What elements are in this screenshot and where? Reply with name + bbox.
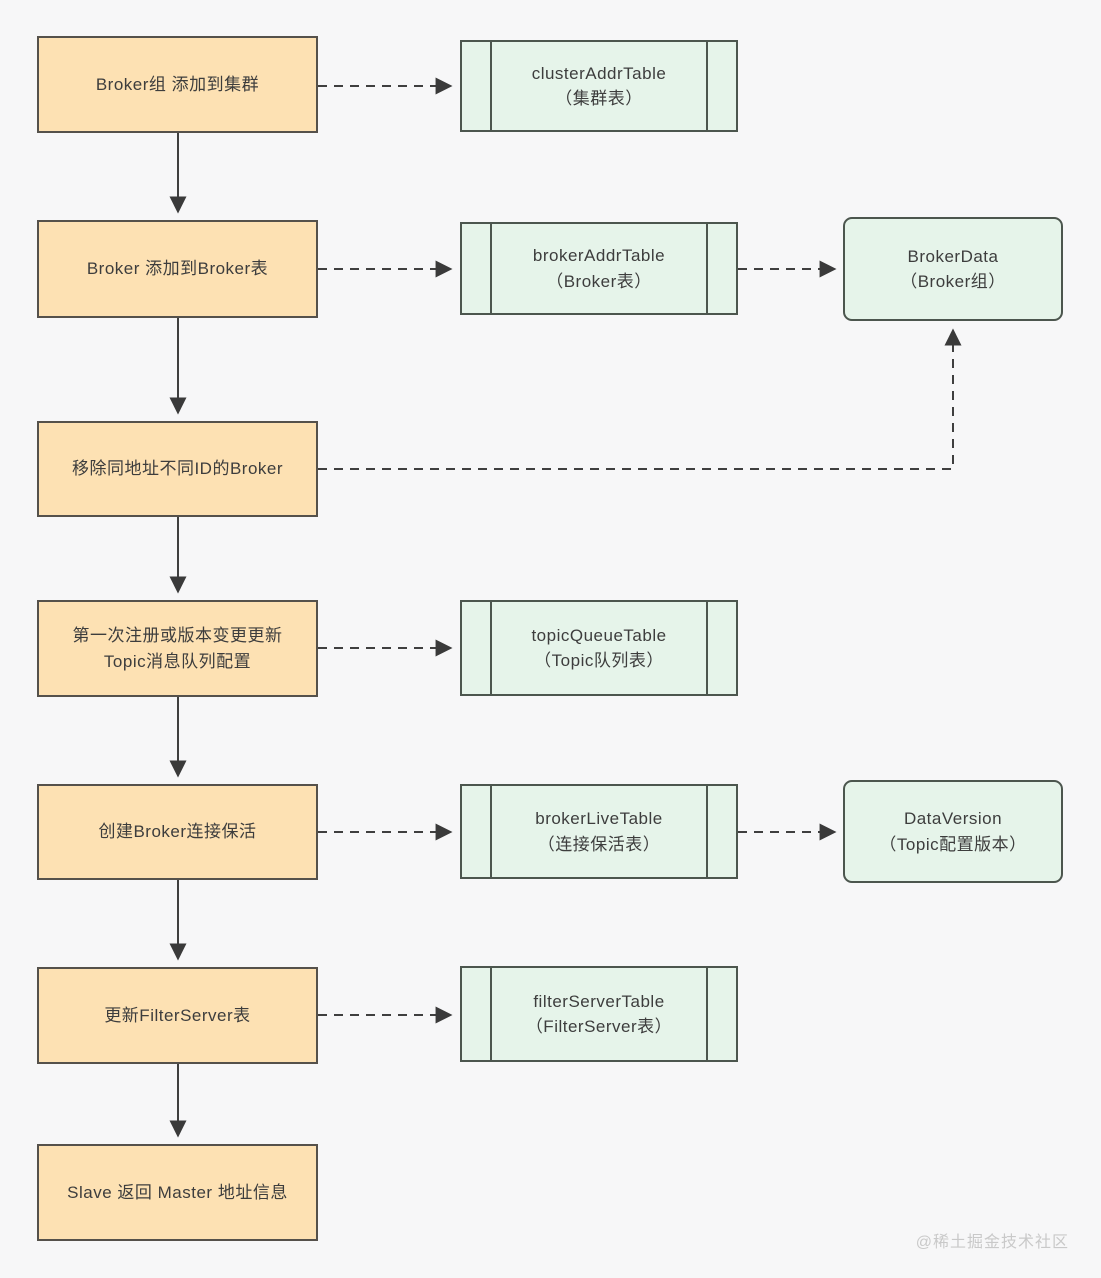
table-shape-left-bar [490, 224, 492, 313]
table-alias: （Topic队列表） [534, 651, 664, 670]
table-alias: （FilterServer表） [525, 1017, 673, 1036]
table-name: brokerLiveTable [535, 809, 663, 828]
table-brokerAddrTable: brokerAddrTable （Broker表） [460, 222, 738, 315]
step-update-topic-queue-config: 第一次注册或版本变更更新 Topic消息队列配置 [37, 600, 318, 697]
table-alias: （连接保活表） [537, 834, 661, 854]
step-add-broker-group-to-cluster: Broker组 添加到集群 [37, 36, 318, 133]
table-filterServerTable: filterServerTable （FilterServer表） [460, 966, 738, 1062]
step-update-filterserver-table: 更新FilterServer表 [37, 967, 318, 1064]
entity-name: DataVersion [903, 809, 1003, 828]
table-shape-right-bar [706, 602, 708, 694]
table-alias: （Broker表） [546, 271, 652, 291]
entity-name: BrokerData [907, 246, 999, 266]
table-name: topicQueueTable [531, 625, 667, 645]
table-shape-left-bar [490, 602, 492, 694]
table-shape-right-bar [706, 786, 708, 877]
table-clusterAddrTable: clusterAddrTable （集群表） [460, 40, 738, 132]
entity-brokerData: BrokerData （Broker组） [843, 217, 1063, 321]
table-name: clusterAddrTable [531, 63, 667, 83]
table-shape-right-bar [706, 224, 708, 313]
arrow-step3-brokerData [318, 328, 962, 470]
table-topicQueueTable: topicQueueTable （Topic队列表） [460, 600, 738, 696]
step-slave-return-master-addr: Slave 返回 Master 地址信息 [37, 1144, 318, 1241]
watermark: @稀土掘金技术社区 [915, 1234, 1069, 1251]
table-name: filterServerTable [533, 991, 665, 1011]
table-shape-left-bar [490, 42, 492, 130]
table-shape-right-bar [706, 968, 708, 1060]
table-shape-left-bar [490, 786, 492, 877]
step-remove-same-addr-diff-id-broker: 移除同地址不同ID的Broker [37, 421, 318, 517]
entity-alias: （Topic配置版本） [879, 834, 1027, 854]
table-brokerLiveTable: brokerLiveTable （连接保活表） [460, 784, 738, 879]
step-add-broker-to-broker-table: Broker 添加到Broker表 [37, 220, 318, 318]
entity-dataVersion: DataVersion （Topic配置版本） [843, 780, 1063, 883]
table-shape-left-bar [490, 968, 492, 1060]
step-create-broker-keepalive: 创建Broker连接保活 [37, 784, 318, 880]
table-alias: （集群表） [555, 89, 643, 108]
table-shape-right-bar [706, 42, 708, 130]
entity-alias: （Broker组） [900, 272, 1006, 291]
table-name: brokerAddrTable [532, 246, 666, 265]
